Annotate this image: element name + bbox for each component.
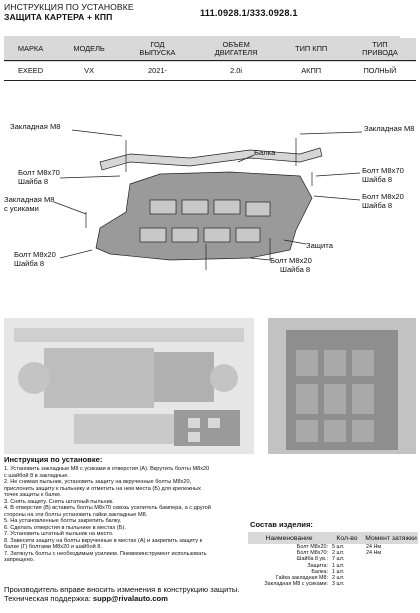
footer-disclaimer: Производитель вправе вносить изменения в… [4,585,240,594]
table-row: Гайка закладная М8: 2 шт. [248,575,418,581]
label-zakladnaya-usiki-2: с усиками [4,204,39,213]
instructions-title: Инструкция по установке: [4,455,103,464]
exploded-diagram: Закладная М8 Закладная М8 Балка Болт М8х… [0,110,420,290]
comp-qty: 7 шт. [332,556,345,563]
instruction-line: прислонить защиту к пыльнику и отметить … [4,485,201,492]
engine-bay-photo [4,318,254,454]
table-row: Закладная М8 с усиками: 3 шт. [248,581,418,587]
label-zakladnaya-left: Закладная М8 [10,122,61,131]
table-row: EXEED VX 2021- 2.0i АКПП ПОЛНЫЙ [4,60,416,81]
beam-shape [99,147,323,171]
instruction-line: 5. На установленные болты закрепить балк… [4,518,122,524]
instruction-line: 6. Сделать отверстия в пыльнике в местах… [4,524,126,531]
instruction-line: стороны на эти болты установить гайки за… [4,511,148,518]
instruction-line: 1. Установить закладные М8 с усиками в о… [4,466,210,472]
col-model: МОДЕЛЬ [57,38,122,61]
comp-col-torque: Момент затяжки [364,532,418,544]
comp-qty: 2 шт. [332,550,345,557]
table-row: Шайба 8 ув.: 7 шт. [248,556,418,562]
cell-marka: EXEED [4,60,58,81]
cell-model: VX [57,60,122,81]
table-row: Болт М8х70: 2 шт. 24 Нм [248,550,418,556]
table-row: Балка: 1 шт. [248,569,418,575]
label-bolt-m8x20-bottom: Болт М8х20 [270,256,312,265]
label-washer-right-2: Шайба 8 [362,201,393,210]
engine-bay-illustration [4,318,254,454]
skid-plate-shape [95,171,313,261]
instruction-line: 3. Снять защиту. Снять штатный пыльник. [4,498,114,505]
footer-support: Техническая поддержка: supp@rivalauto.co… [4,594,239,603]
col-marka: МАРКА [4,38,58,61]
comp-torque: 24 Нм [366,550,382,557]
col-gearbox: ТИП КПП [278,38,344,61]
comp-name: Балка: [311,568,328,575]
label-zakladnaya-usiki-1: Закладная М8 [4,195,55,204]
instruction-line: 7. Затянуть болты с необходимым усилием.… [4,550,207,557]
label-balka: Балка [254,148,276,157]
label-washer-bottom: Шайба 8 [280,265,311,274]
components-title: Состав изделия: [250,520,313,529]
comp-col-name: Наименование [248,532,330,544]
comp-name: Гайка закладная М8: [275,575,328,582]
instructions-text: 1. Установить закладные М8 с усиками в о… [4,466,238,564]
instruction-line: 4. В отверстия (В) вставить болты М8х70 … [4,505,211,511]
label-washer-left-2: Шайба 8 [14,259,45,268]
title-line-1: ИНСТРУКЦИЯ ПО УСТАНОВКЕ [4,2,134,12]
instruction-line: с шайбой 8 в закладные. [4,472,69,479]
instruction-line: точек защиты к балке. [4,492,62,498]
instruction-line: 8. Завесити защиту на болты вкрученные в… [4,537,203,544]
installed-skid-illustration [268,318,416,454]
instruction-line: 2. Не снимая пыльник, установить защиту … [4,479,192,485]
cell-gearbox: АКПП [278,60,344,81]
comp-col-qty: Кол-во [330,532,364,544]
comp-name: Болт М8х20: [296,544,328,550]
cell-engine: 2.0i [193,60,279,81]
table-row: Болт М8х20: 5 шт. 24 Нм [248,544,418,550]
comp-qty: 1 шт. [332,568,345,575]
instruction-line: 7. Установить штатный пыльник на место. [4,531,114,537]
title-line-2: ЗАЩИТА КАРТЕРА + КПП [4,12,113,22]
label-bolt-m8x70-right: Болт М8х70 [362,166,404,175]
label-zashita: Защита [306,241,333,250]
label-zakladnaya-right: Закладная М8 [364,124,415,133]
comp-name: Шайба 8 ув.: [296,556,328,563]
comp-torque: 24 Нм [366,544,382,550]
label-bolt-m8x20-left: Болт М8х20 [14,250,56,259]
comp-name: Закладная М8 с усиками: [264,581,328,588]
comp-torque [364,581,418,587]
comp-name: Болт М8х70: [296,550,328,557]
instruction-line: балке (Г) болтами М8х20 и шайбой 8. [4,544,102,550]
comp-name: Защита: [307,562,328,569]
title-block: ИНСТРУКЦИЯ ПО УСТАНОВКЕ ЗАЩИТА КАРТЕРА +… [4,2,134,22]
skid-plate-drawing [53,129,363,270]
comp-qty: 2 шт. [332,575,345,582]
label-bolt-m8x20-right: Болт М8х20 [362,192,404,201]
components-table: Наименование Кол-во Момент затяжки Болт … [248,532,418,587]
comp-qty: 1 шт. [332,562,345,569]
label-washer-left-1: Шайба 8 [18,177,49,186]
label-washer-right-1: Шайба 8 [362,175,393,184]
footer: Производитель вправе вносить изменения в… [4,585,239,603]
support-email-link[interactable]: supp@rivalauto.com [92,594,168,603]
comp-qty: 5 шт. [332,544,345,550]
label-bolt-m8x70-left: Болт М8х70 [18,168,60,177]
instruction-line: запрещено. [4,557,35,563]
cell-year: 2021- [121,60,194,81]
table-row: Защита: 1 шт. [248,563,418,569]
cell-drive: ПОЛНЫЙ [343,60,416,81]
installed-skid-photo [268,318,416,454]
comp-qty: 3 шт. [332,581,345,588]
product-code: 111.0928.1/333.0928.1 [200,8,298,18]
footer-support-label: Техническая поддержка: [4,594,91,603]
